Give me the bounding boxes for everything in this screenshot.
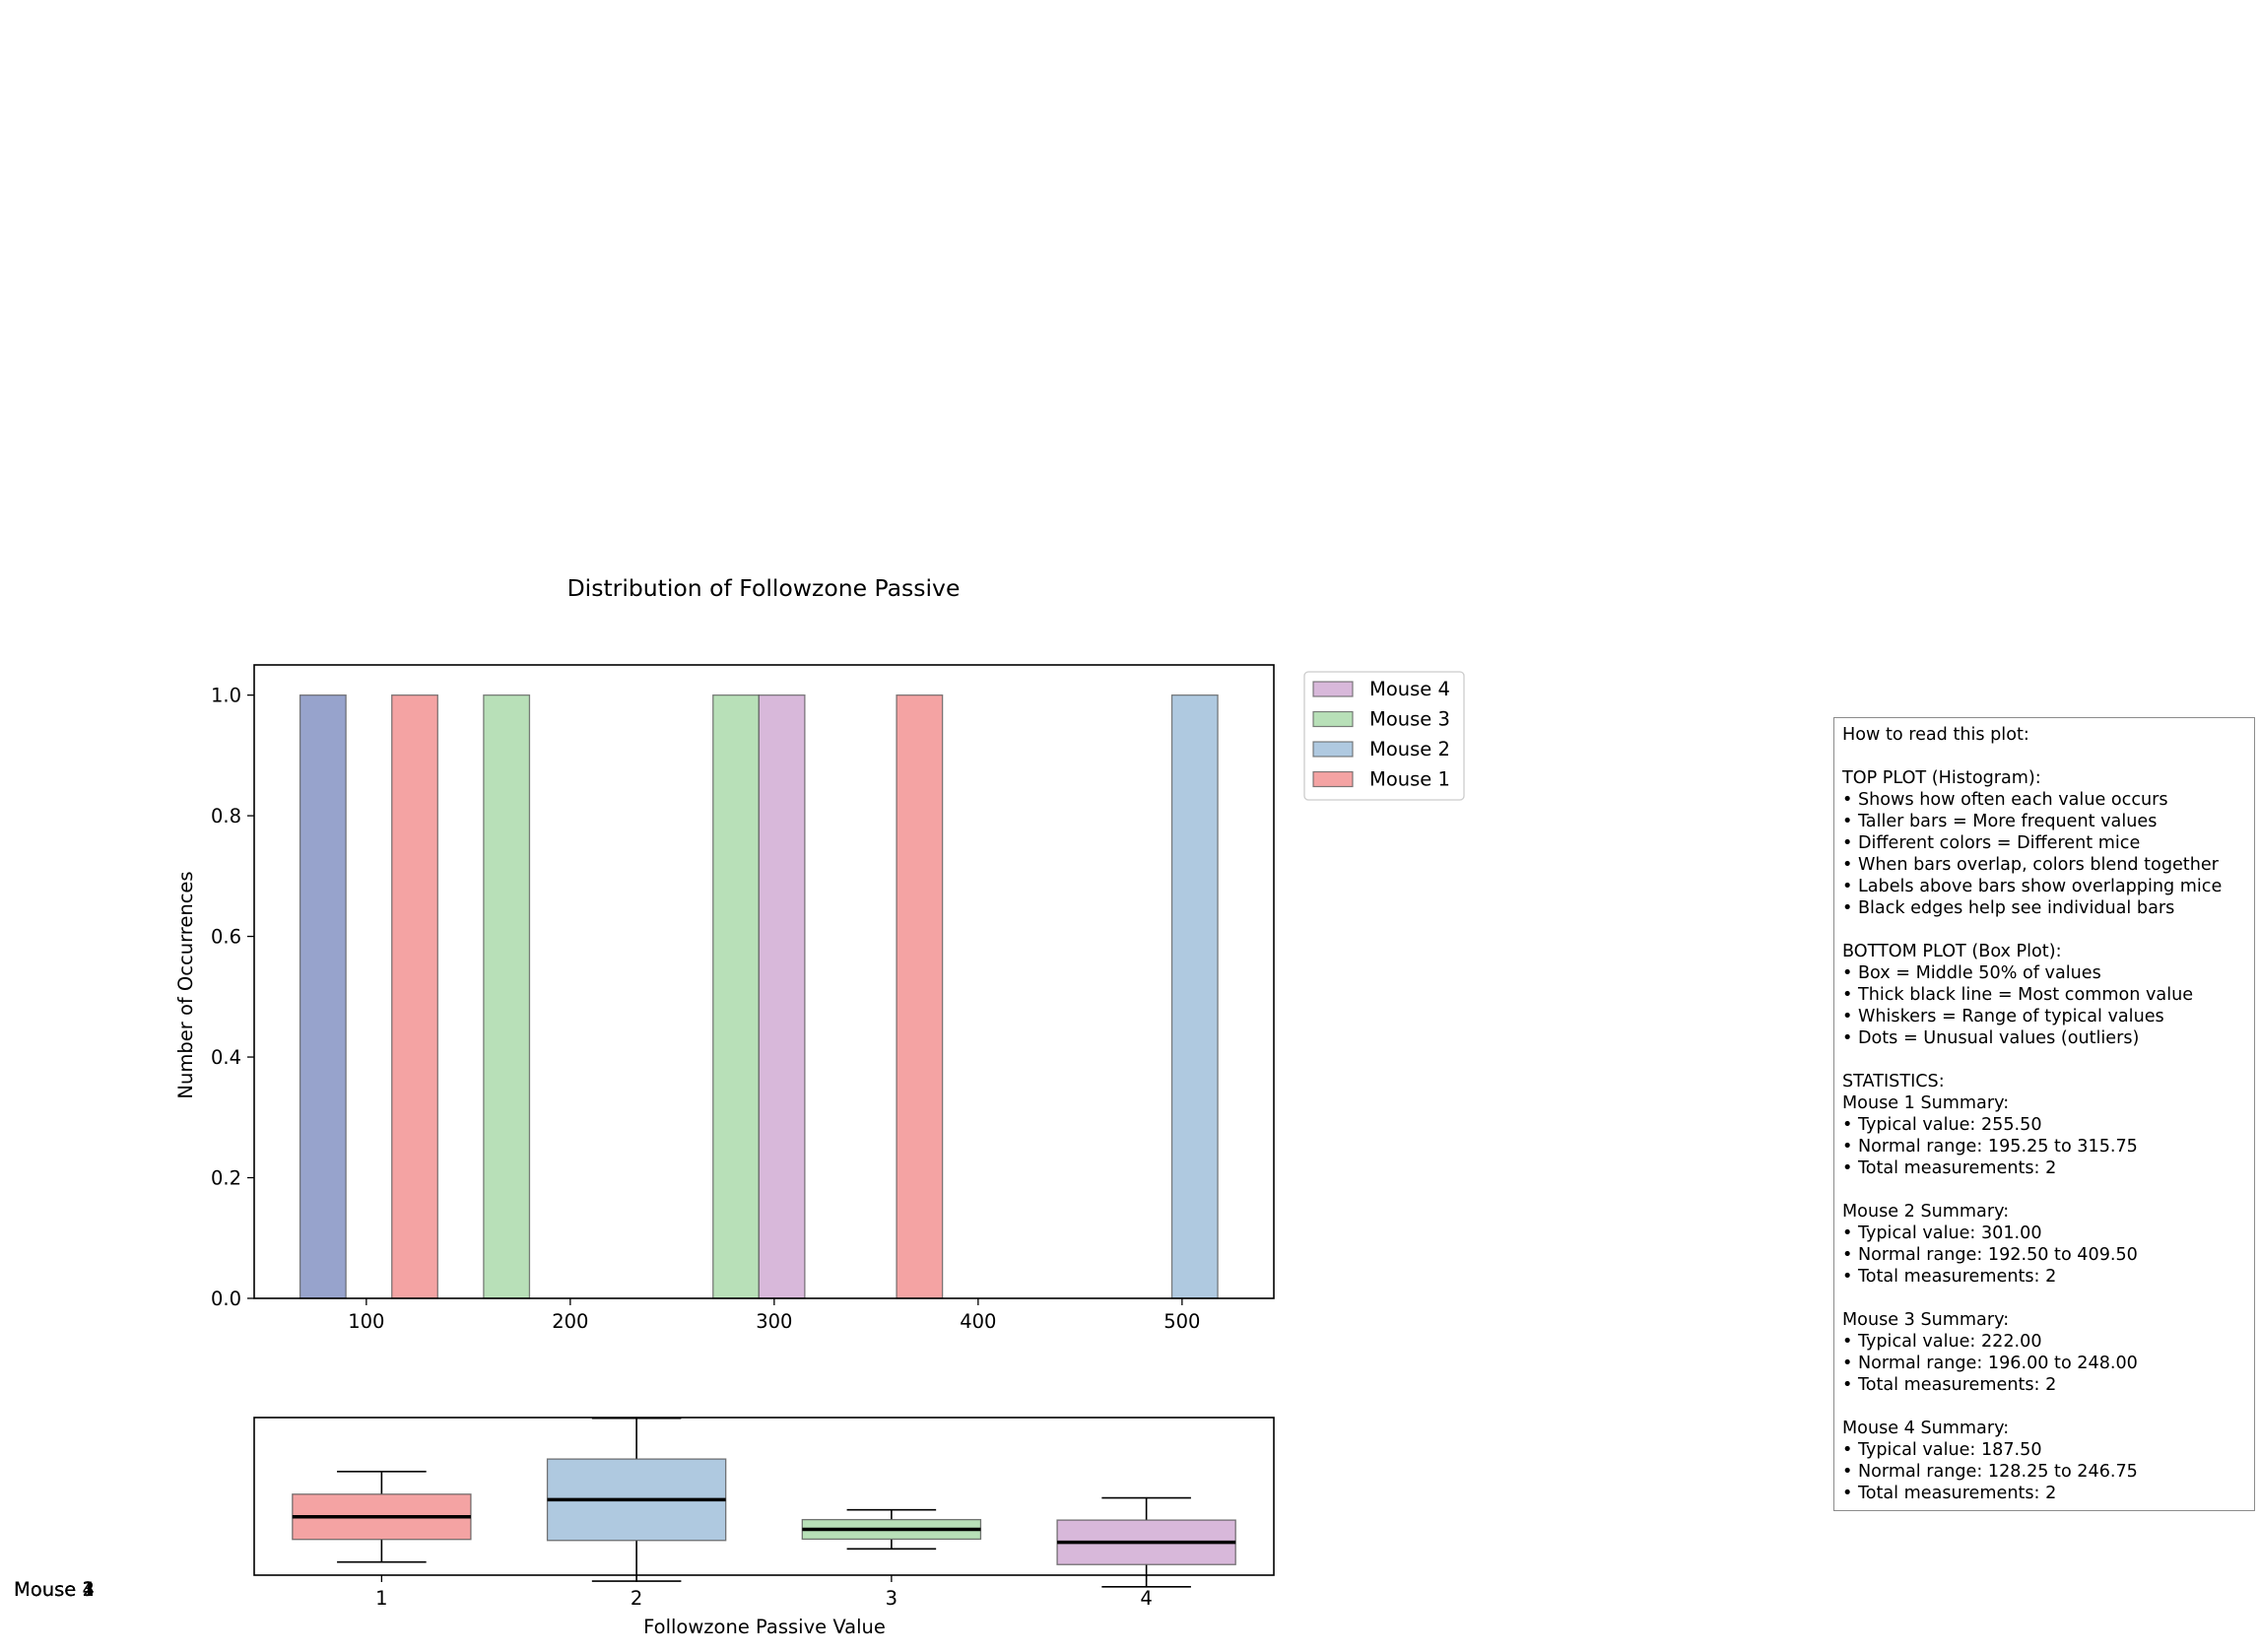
legend-label: Mouse 1	[1369, 768, 1450, 791]
help-text-line: • Labels above bars show overlapping mic…	[1842, 877, 2223, 896]
x-tick-label: 200	[552, 1310, 588, 1333]
x-tick-label: 400	[960, 1310, 996, 1333]
histogram-legend: Mouse 4 Mouse 3 Mouse 2 Mouse 1	[1303, 671, 1465, 801]
help-text-line: Mouse 1 Summary:	[1842, 1093, 2010, 1113]
help-text-line: • Whiskers = Range of typical values	[1842, 1007, 2164, 1026]
help-text-line: • Shows how often each value occurs	[1842, 790, 2168, 810]
help-text-line: • Dots = Unusual values (outliers)	[1842, 1028, 2140, 1048]
histogram-bar	[391, 694, 438, 1299]
box-x-tick-label: 3	[886, 1587, 897, 1610]
y-tick-label: 0.0	[211, 1288, 241, 1310]
help-text-line: • Typical value: 222.00	[1842, 1332, 2042, 1352]
help-text-line: • Typical value: 255.50	[1842, 1115, 2042, 1135]
help-text-line: • Typical value: 301.00	[1842, 1223, 2042, 1243]
histogram-bar	[712, 694, 760, 1299]
box-side-label: Mouse 1	[14, 1578, 95, 1601]
legend-swatch	[1312, 681, 1354, 697]
y-tick-label: 0.6	[211, 926, 241, 949]
help-text-line	[1842, 919, 2246, 941]
box-x-tick-label: 1	[375, 1587, 387, 1610]
help-text-line: BOTTOM PLOT (Box Plot):	[1842, 942, 2062, 961]
help-text-line: • Normal range: 196.00 to 248.00	[1842, 1354, 2138, 1373]
legend-swatch	[1312, 741, 1354, 758]
help-text-line: Mouse 4 Summary:	[1842, 1419, 2010, 1438]
boxplot-x-axis-label: Followzone Passive Value	[643, 1616, 886, 1638]
help-text-line: TOP PLOT (Histogram):	[1842, 768, 2041, 788]
box-side-label: Mouse 4	[14, 1578, 95, 1601]
box-x-tick-label: 2	[631, 1587, 642, 1610]
y-tick-label: 0.2	[211, 1167, 241, 1190]
help-text-line: • Total measurements: 2	[1842, 1484, 2057, 1503]
histogram-plot: 100 200 300 400 500 0.0 0.2 0.4 0.6 0.8 1.0	[211, 664, 1275, 1333]
help-text-line: • Normal range: 192.50 to 409.50	[1842, 1245, 2138, 1265]
legend-swatch	[1312, 770, 1354, 788]
y-tick-label: 0.8	[211, 805, 241, 827]
box-x-tick-label: 4	[1140, 1587, 1152, 1610]
help-text-line	[1842, 746, 2246, 767]
help-text-line: STATISTICS:	[1842, 1072, 1945, 1091]
help-text-line	[1842, 1049, 2246, 1071]
help-text-line: • Different colors = Different mice	[1842, 833, 2141, 853]
help-text-line: • Normal range: 128.25 to 246.75	[1842, 1462, 2138, 1482]
help-text-line: • Normal range: 195.25 to 315.75	[1842, 1137, 2138, 1156]
help-text-line: • Thick black line = Most common value	[1842, 985, 2194, 1005]
box-side-label: Mouse 3	[14, 1578, 95, 1601]
how-to-read-box: How to read this plot: TOP PLOT (Histogra…	[1833, 717, 2255, 1511]
help-text-line: How to read this plot:	[1842, 725, 2029, 745]
histogram-bar	[299, 694, 347, 1299]
legend-label: Mouse 4	[1369, 678, 1450, 700]
legend-label: Mouse 3	[1369, 708, 1450, 731]
histogram-frame	[253, 664, 1275, 1299]
legend-swatch	[1312, 710, 1354, 728]
x-tick-label: 300	[756, 1310, 792, 1333]
help-text-line: • Taller bars = More frequent values	[1842, 812, 2158, 831]
y-tick-label: 0.4	[211, 1046, 241, 1069]
x-tick-label: 500	[1163, 1310, 1200, 1333]
help-text-line: • Box = Middle 50% of values	[1842, 963, 2101, 983]
box-side-label: Mouse 2	[14, 1578, 95, 1601]
histogram-bar	[758, 694, 806, 1299]
histogram-y-axis-label: Number of Occurrences	[174, 871, 197, 1098]
help-text-line	[1842, 1179, 2246, 1201]
help-text-line: • Black edges help see individual bars	[1842, 898, 2175, 918]
help-text-line: Mouse 3 Summary:	[1842, 1310, 2010, 1330]
help-text-line	[1842, 1288, 2246, 1309]
histogram-bar	[1170, 694, 1219, 1299]
help-text-line: • When bars overlap, colors blend togeth…	[1842, 855, 2219, 875]
help-text-line: • Total measurements: 2	[1842, 1158, 2057, 1178]
help-text-line	[1842, 1396, 2246, 1418]
histogram-bar	[483, 694, 531, 1299]
help-text-line: • Typical value: 187.50	[1842, 1440, 2042, 1460]
legend-label: Mouse 2	[1369, 738, 1450, 760]
boxplot-frame	[253, 1417, 1275, 1576]
help-text-line: • Total measurements: 2	[1842, 1375, 2057, 1395]
histogram-bar	[896, 694, 944, 1299]
legend-frame	[1303, 671, 1465, 801]
help-text-line: • Total measurements: 2	[1842, 1267, 2057, 1287]
boxplot-plot: 1 2 3 4	[253, 1417, 1275, 1610]
y-tick-label: 1.0	[211, 685, 241, 707]
histogram-title: Distribution of Followzone Passive	[567, 574, 961, 602]
help-text-line: Mouse 2 Summary:	[1842, 1202, 2010, 1222]
x-tick-label: 100	[348, 1310, 384, 1333]
